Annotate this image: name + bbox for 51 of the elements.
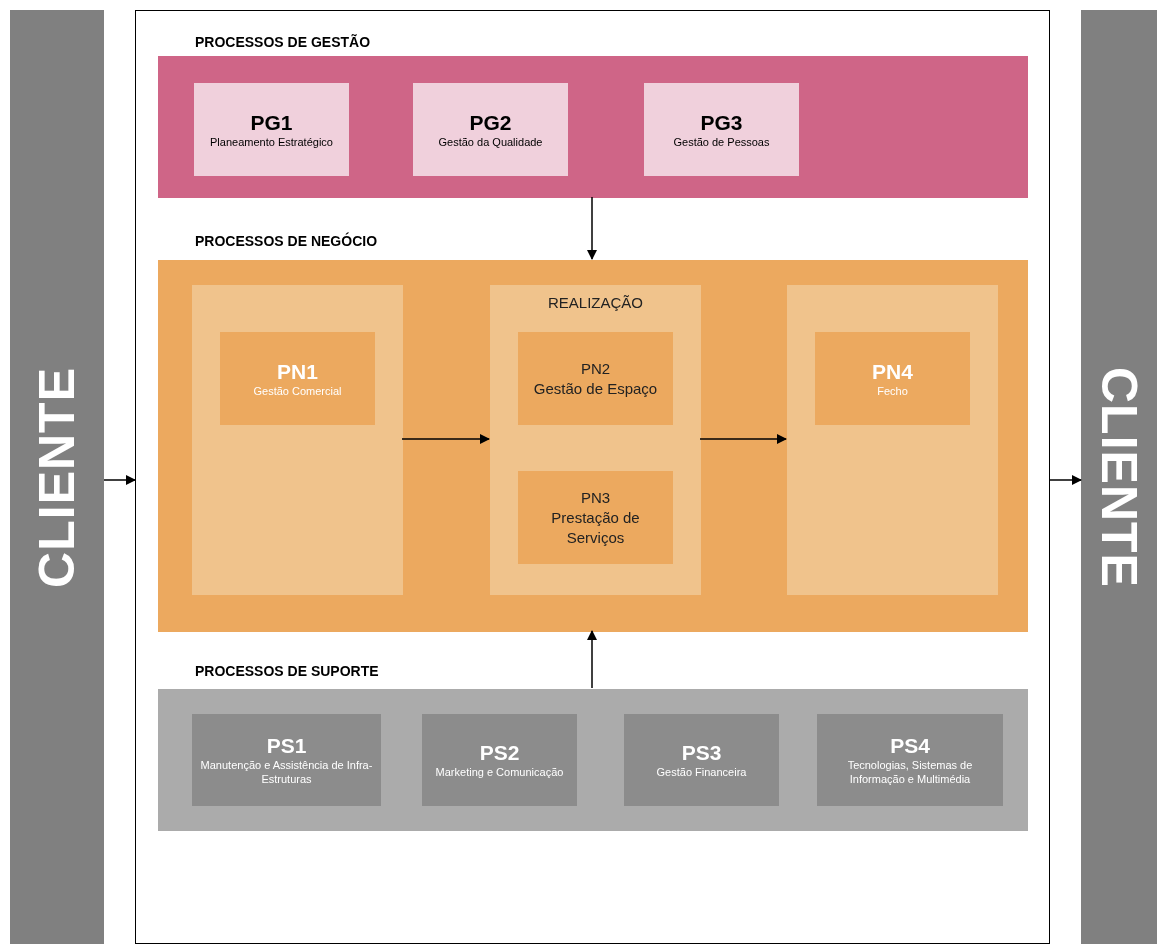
side-label: CLIENTE <box>1090 366 1148 588</box>
process-code: PN2 <box>580 358 611 379</box>
column-panel <box>490 285 701 595</box>
process-name: Gestão de Espaço <box>533 378 658 399</box>
process-box <box>194 83 349 176</box>
process-name: Gestão Financeira <box>656 765 747 779</box>
process-code: PS2 <box>479 741 520 765</box>
process-box <box>192 714 381 806</box>
process-code: PN3 <box>580 487 611 508</box>
process-code: PN1 <box>277 359 318 384</box>
side-bar <box>1081 10 1157 944</box>
process-code: PS3 <box>681 741 722 765</box>
frame-border <box>135 10 1050 944</box>
process-code: PG2 <box>469 110 512 135</box>
process-name: Marketing e Comunicação <box>435 765 564 779</box>
section-heading: PROCESSOS DE SUPORTE <box>195 663 379 679</box>
column-heading: REALIZAÇÃO <box>547 294 644 311</box>
process-name: Manutenção e Assistência de Infra-Estruturas <box>200 758 373 786</box>
process-box <box>624 714 779 806</box>
arrow <box>1049 475 1082 485</box>
process-code: PG1 <box>250 110 293 135</box>
process-name: Fecho <box>877 383 908 398</box>
process-box <box>518 332 673 425</box>
side-bar <box>10 10 104 944</box>
process-name: Tecnologias, Sistemas de Informação e Multimédia <box>846 758 974 786</box>
process-box <box>815 332 970 425</box>
arrow <box>587 630 597 689</box>
process-code: PS1 <box>266 734 307 758</box>
process-code: PG3 <box>700 110 743 135</box>
process-box <box>518 471 673 564</box>
arrow <box>401 434 490 444</box>
process-name: Gestão de Pessoas <box>673 134 770 149</box>
side-label: CLIENTE <box>28 366 86 588</box>
process-box <box>220 332 375 425</box>
section-heading: PROCESSOS DE GESTÃO <box>195 34 371 50</box>
column-panel <box>192 285 403 595</box>
process-name: Planeamento Estratégico <box>210 134 333 149</box>
arrow <box>103 475 136 485</box>
process-code: PS4 <box>890 734 930 758</box>
process-box <box>422 714 577 806</box>
process-name: Prestação de Serviços <box>550 507 641 548</box>
arrow <box>699 434 787 444</box>
process-name: Gestão Comercial <box>253 383 342 398</box>
process-name: Gestão da Qualidade <box>438 134 543 149</box>
process-box <box>644 83 799 176</box>
section-heading: PROCESSOS DE NEGÓCIO <box>195 233 378 249</box>
process-box <box>413 83 568 176</box>
column-panel <box>787 285 998 595</box>
arrow <box>587 196 597 260</box>
process-box <box>817 714 1003 806</box>
process-code: PN4 <box>872 359 913 384</box>
